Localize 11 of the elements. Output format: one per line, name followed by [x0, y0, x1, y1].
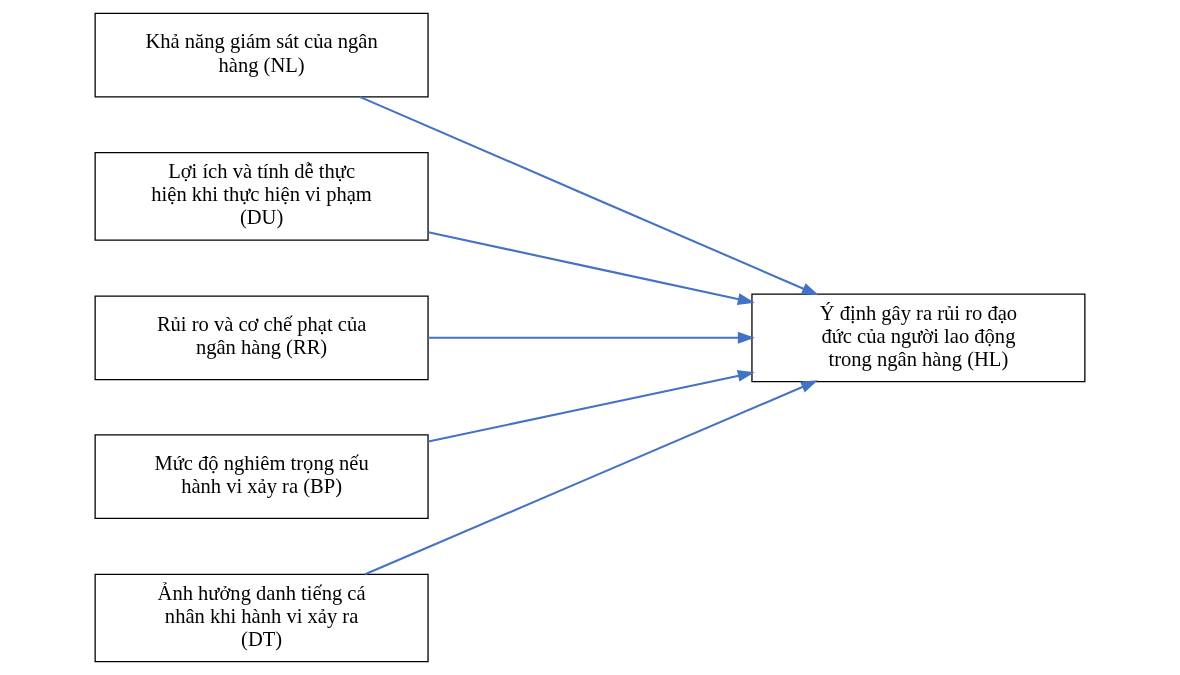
arrow: [428, 370, 755, 443]
arrow: [364, 380, 818, 576]
node-box: Rủi ro và cơ chế phạt của ngân hàng (RR): [94, 295, 429, 381]
node-box: Khả năng giám sát của ngân hàng (NL): [94, 12, 429, 98]
node-box: Lợi ích và tính dễ thực hiện khi thực hiện vi phạm (DU): [94, 152, 429, 241]
node-box: Mức độ nghiêm trọng nếu hành vi xảy ra (BP): [94, 434, 429, 520]
arrow: [359, 95, 819, 296]
node-box: Ảnh hưởng danh tiếng cá nhân khi hành vi xảy ra (DT): [94, 573, 429, 663]
arrow: [428, 331, 755, 344]
node-box: Ý định gây ra rủi ro đạo đức của người lao động trong ngân hàng (HL): [751, 293, 1086, 383]
arrow: [428, 231, 755, 305]
